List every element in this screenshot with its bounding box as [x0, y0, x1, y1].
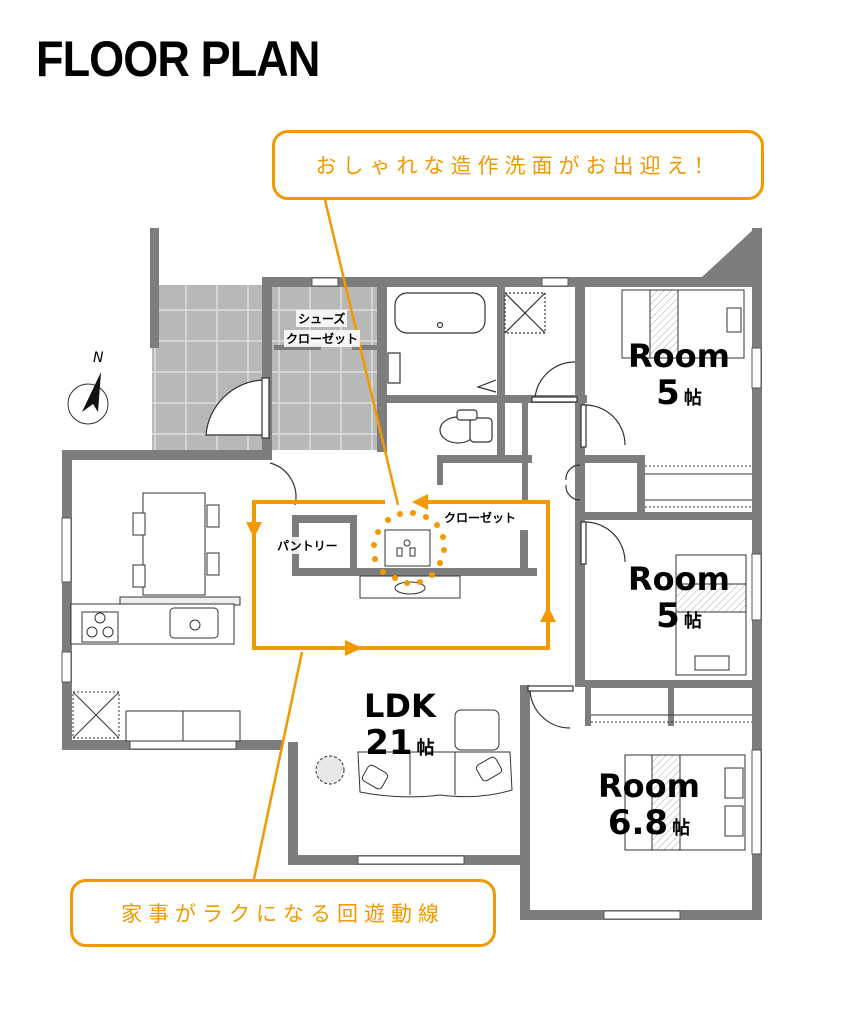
callout-vanity: おしゃれな造作洗面がお出迎え！ [272, 130, 764, 200]
callout-circulation-text: 家事がラクになる回遊動線 [121, 902, 445, 926]
callout-circulation: 家事がラクになる回遊動線 [70, 879, 496, 947]
room-3-name: Room [598, 767, 700, 805]
pantry-label: パントリー [275, 537, 340, 554]
bathroom-fixtures [387, 292, 546, 444]
callout-leaders [252, 199, 400, 880]
compass-icon [67, 372, 109, 425]
doors [205, 361, 626, 729]
room-1-name: Room [628, 337, 730, 375]
page-title: FLOOR PLAN [36, 31, 320, 87]
closet-label: クローゼット [442, 509, 519, 526]
room-ldk-name: LDK [364, 687, 436, 725]
shoes-closet-label-line2: クローゼット [284, 330, 361, 347]
windows [61, 277, 762, 920]
living-furniture [315, 709, 513, 798]
vanity-fixture [359, 529, 461, 599]
compass-north-label: N [93, 350, 104, 366]
room-2-name: Room [628, 560, 730, 598]
bedroom-furniture [591, 289, 752, 851]
loop-arrows [246, 494, 556, 656]
vanity-highlight-ring [371, 510, 447, 586]
callout-vanity-text: おしゃれな造作洗面がお出迎え！ [315, 154, 721, 178]
circulation-loop [252, 500, 550, 650]
kitchen-fixtures [70, 492, 241, 742]
shoes-closet-label-line1: シューズ [296, 310, 348, 327]
